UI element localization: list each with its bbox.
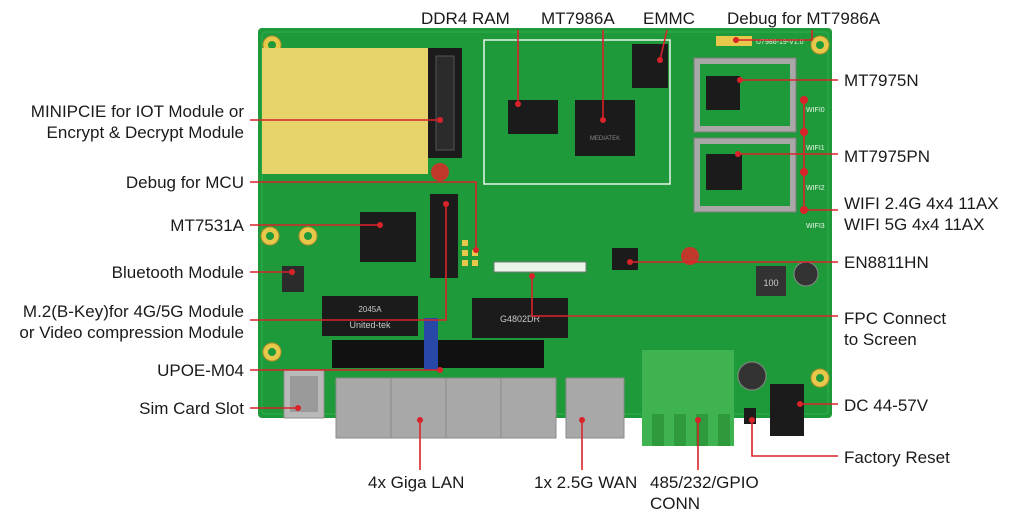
label-debug-mcu: Debug for MCU	[125, 173, 244, 192]
mt7986a-chip	[575, 100, 635, 156]
label-conn-1: 485/232/GPIO	[650, 473, 759, 492]
label-m2-2: or Video compression Module	[19, 323, 244, 342]
label-mt7986a: MT7986A	[541, 9, 615, 28]
label-en8811hn: EN8811HN	[844, 253, 929, 272]
dc-jack	[770, 384, 804, 436]
magnetics-2	[472, 298, 568, 338]
mt7975n-chip	[706, 76, 740, 110]
board-version: U7986-19-V1.0	[756, 39, 804, 46]
wan-port	[565, 377, 625, 439]
label-minipcie-2: Encrypt & Decrypt Module	[46, 123, 244, 142]
wifi-port-labels: WIFI0 WIFI1 WIFI2 WIFI3	[806, 107, 825, 230]
magnetics-code: 2045A	[358, 305, 382, 314]
svg-text:WIFI2: WIFI2	[806, 185, 825, 192]
label-mt7975n: MT7975N	[844, 71, 919, 90]
en8811hn-chip	[612, 248, 638, 270]
label-factory-reset: Factory Reset	[844, 448, 950, 467]
label-wan: 1x 2.5G WAN	[534, 473, 638, 492]
upoe-capacitor	[424, 318, 438, 370]
callout-dots	[289, 37, 808, 423]
label-ddr4-ram: DDR4 RAM	[421, 9, 510, 28]
capacitor	[431, 163, 449, 181]
label-debug-mt7986a: Debug for MT7986A	[727, 9, 881, 28]
debug-mcu-header	[462, 240, 478, 266]
label-sim-slot: Sim Card Slot	[139, 399, 244, 418]
label-fpc-connect: FPC Connect	[844, 309, 947, 328]
callout-lines	[250, 29, 838, 470]
m2-slot	[430, 194, 458, 278]
inductor-mark: 100	[763, 278, 778, 288]
label-upoe: UPOE-M04	[157, 361, 244, 380]
magnetics-1	[322, 296, 418, 336]
label-conn-2: CONN	[650, 494, 701, 513]
capacitor	[681, 247, 699, 265]
label-m2-1: M.2(B-Key)for 4G/5G Module	[22, 302, 244, 321]
magnetics-brand: United-tek	[349, 320, 391, 330]
label-bluetooth: Bluetooth Module	[111, 263, 244, 282]
capacitor	[793, 261, 819, 287]
label-mt7531a: MT7531A	[170, 216, 244, 235]
svg-text:WIFI3: WIFI3	[806, 223, 825, 230]
label-emmc: EMMC	[643, 9, 695, 28]
label-dc-power: DC 44-57V	[844, 396, 929, 415]
label-wifi-5g: WIFI 5G 4x4 11AX	[844, 215, 985, 234]
inductor	[756, 266, 786, 296]
label-mt7975pn: MT7975PN	[844, 147, 930, 166]
magnetics-part: G4802DR	[500, 314, 541, 324]
minipcie-area	[262, 48, 428, 174]
label-minipcie-1: MINIPCIE for IOT Module or	[30, 102, 244, 121]
mt7975pn-chip	[706, 154, 742, 190]
label-giga-lan: 4x Giga LAN	[368, 473, 465, 492]
fpc-connector	[493, 261, 587, 273]
svg-text:WIFI1: WIFI1	[806, 145, 825, 152]
label-to-screen: to Screen	[844, 330, 917, 349]
label-wifi-24g: WIFI 2.4G 4x4 11AX	[844, 194, 999, 213]
capacitor	[737, 361, 767, 391]
mt7531a-chip	[360, 212, 416, 262]
heatsink-logo: MEDIATEK	[590, 136, 620, 142]
svg-text:WIFI0: WIFI0	[806, 107, 825, 114]
